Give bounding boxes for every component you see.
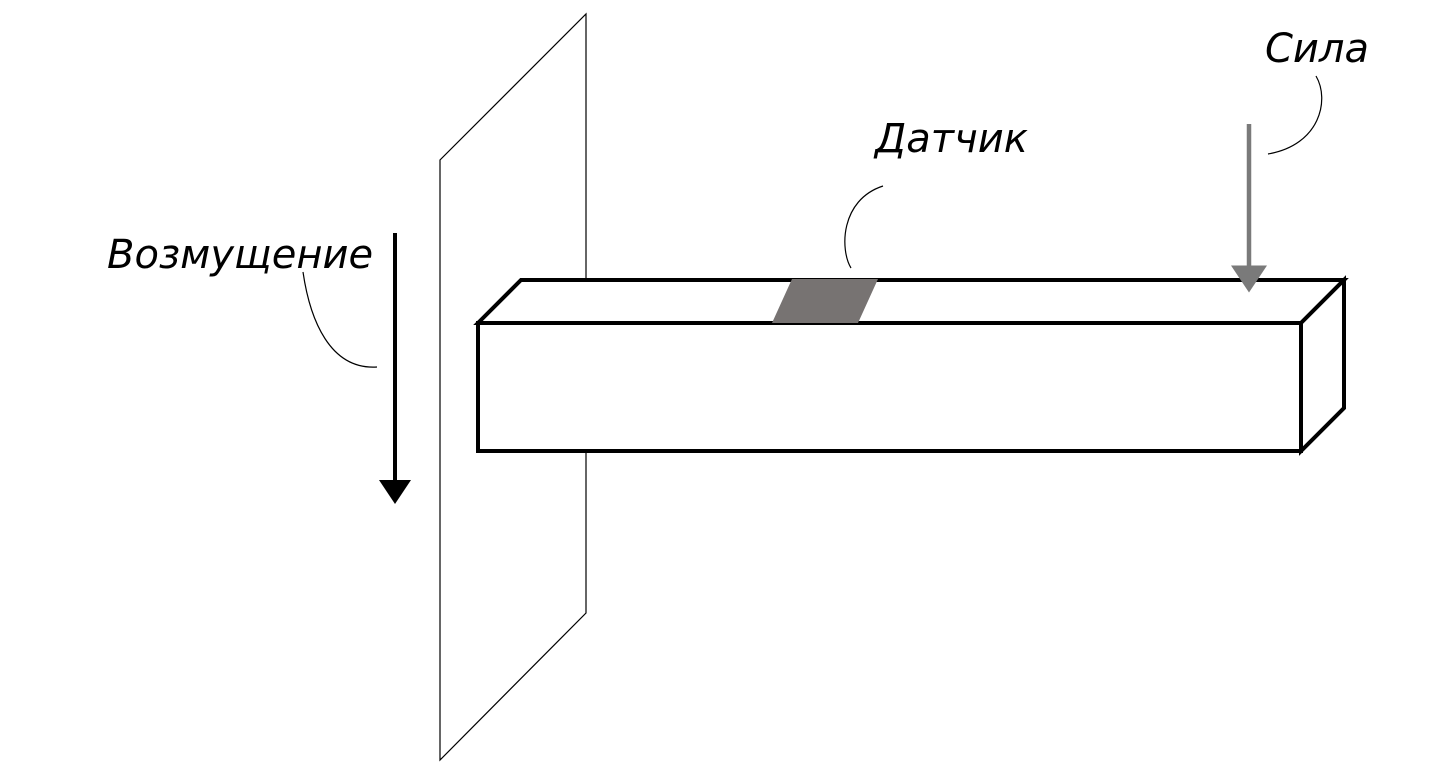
sensor-leader-line bbox=[844, 185, 884, 269]
wall-plate bbox=[439, 12, 587, 762]
beam-front-face bbox=[476, 321, 1303, 453]
force-label: Сила bbox=[1265, 26, 1369, 72]
sensor-label: Датчик bbox=[873, 116, 1028, 162]
force-leader-line bbox=[1267, 75, 1323, 155]
disturbance-label: Возмущение bbox=[107, 232, 373, 278]
sensor-patch bbox=[772, 279, 878, 323]
disturbance-leader-line bbox=[302, 271, 378, 368]
beam-top-face bbox=[473, 278, 1349, 325]
beam bbox=[473, 275, 1349, 456]
